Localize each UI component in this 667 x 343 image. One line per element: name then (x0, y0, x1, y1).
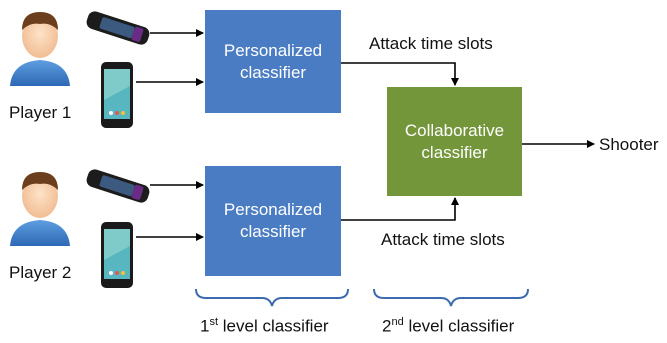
shooter-label: Shooter (599, 135, 659, 154)
person-icon (10, 12, 70, 86)
smartphone-icon (101, 222, 133, 288)
personalized-classifier-1-line2: classifier (239, 62, 307, 82)
level-2-label: 2nd level classifier (382, 316, 514, 337)
personalized-classifier-1-line1: Personalized (223, 40, 323, 60)
collaborative-classifier-line2: classifier (421, 142, 488, 162)
collaborative-classifier: Collaborative classifier (387, 87, 522, 196)
player-1-smartwatch (86, 11, 150, 45)
player-2-smartwatch (86, 169, 150, 203)
brace-level-1 (195, 288, 349, 307)
smartwatch-icon (86, 169, 150, 203)
player-1-label: Player 1 (9, 103, 72, 122)
attack-time-slots-top: Attack time slots (369, 34, 493, 53)
personalized-classifier-2-line2: classifier (239, 222, 307, 241)
personalized-classifier-1: Personalized classifier (205, 10, 341, 113)
smartwatch-icon (86, 11, 150, 45)
level-1-suffix: st (209, 316, 219, 328)
player-1-phone (101, 62, 133, 128)
collaborative-classifier-line1: Collaborative (404, 120, 505, 140)
arrow-attack-bottom (341, 197, 459, 221)
level-2-suffix: nd (391, 316, 404, 328)
player-1-avatar (10, 12, 70, 86)
level-2-text: level classifier (403, 316, 515, 336)
player-2-phone (101, 222, 133, 288)
personalized-classifier-2: Personalized classifier (205, 166, 341, 276)
person-icon (10, 172, 70, 246)
level-1-ordinal: 1 (200, 316, 210, 336)
brace-level-2 (373, 288, 529, 307)
smartphone-icon (101, 62, 133, 128)
attack-time-slots-bottom: Attack time slots (381, 230, 505, 249)
player-2-label: Player 2 (9, 263, 72, 282)
arrow-attack-top (341, 62, 459, 86)
level-2-ordinal: 2 (382, 316, 392, 336)
level-1-label: 1st level classifier (200, 316, 329, 337)
player-2-avatar (10, 172, 70, 246)
personalized-classifier-2-line1: Personalized (223, 200, 323, 219)
level-1-text: level classifier (218, 316, 329, 336)
